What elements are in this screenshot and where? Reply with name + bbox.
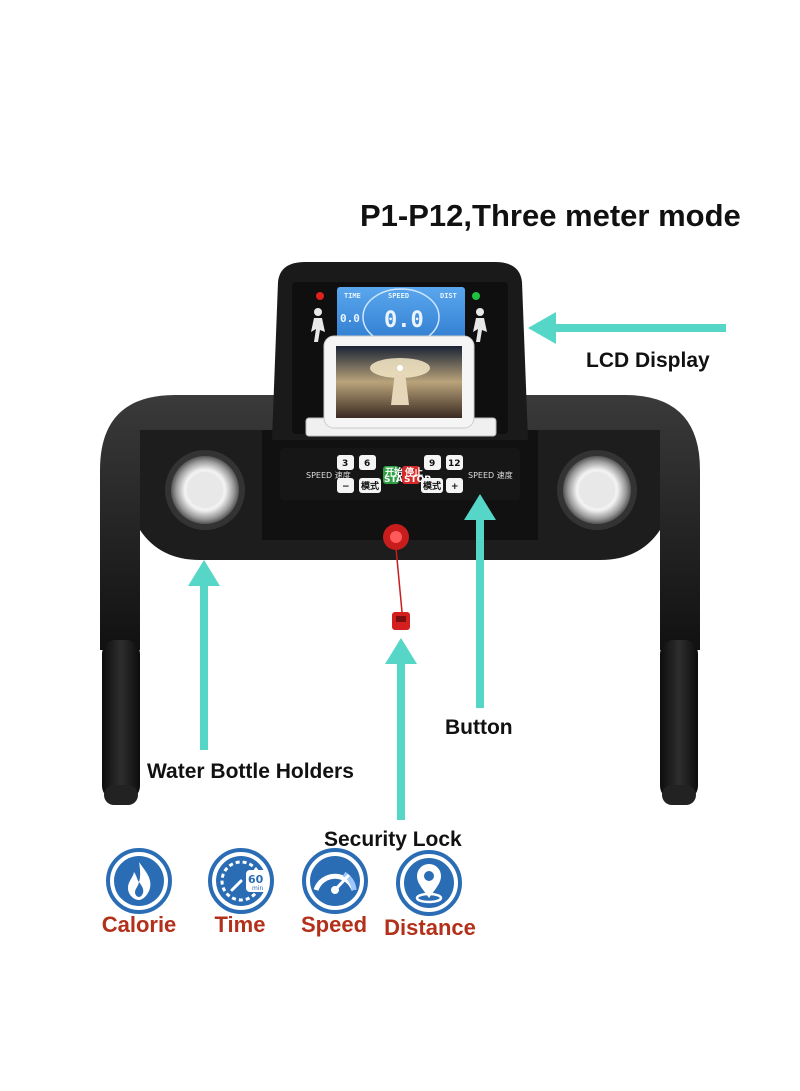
water-bottle-arrow: [188, 560, 220, 750]
key-9[interactable]: 9: [424, 455, 441, 470]
stopwatch-icon: 60 min: [208, 848, 274, 914]
flame-icon: [106, 848, 172, 914]
svg-text:6: 6: [364, 459, 370, 469]
lcd-left-value: 0.0: [340, 312, 360, 325]
left-handlebar: [100, 395, 280, 650]
svg-text:+: +: [451, 482, 459, 492]
svg-text:开始: 开始: [385, 466, 403, 478]
mode-key-left[interactable]: 模式: [359, 478, 381, 493]
svg-text:−: −: [342, 482, 350, 492]
svg-text:min: min: [252, 885, 264, 892]
key-6[interactable]: 6: [359, 455, 376, 470]
stop-key[interactable]: 停止 STOP: [402, 466, 431, 485]
calorie-feature: [104, 848, 174, 914]
lcd-header-left: TIME: [344, 292, 361, 300]
plus-key[interactable]: +: [446, 478, 463, 493]
button-arrow: [464, 494, 496, 708]
runner-figure-right: [473, 308, 487, 342]
svg-text:模式: 模式: [423, 480, 441, 492]
location-pin-icon: [396, 850, 462, 916]
key-3[interactable]: 3: [337, 455, 354, 470]
calorie-label: Calorie: [101, 912, 177, 937]
speed-label-left: SPEED 速度: [306, 470, 351, 480]
water-bottle-holders-label: Water Bottle Holders: [147, 760, 354, 783]
svg-text:START: START: [384, 475, 416, 485]
speed-feature: [300, 848, 370, 914]
page-title: P1-P12,Three meter mode: [360, 198, 741, 233]
distance-feature: [394, 850, 464, 916]
security-lock-arrow: [385, 638, 417, 820]
svg-text:停止: 停止: [405, 466, 423, 478]
svg-text:3: 3: [342, 459, 348, 469]
lcd-arrow: [528, 312, 726, 344]
start-key[interactable]: 开始 START: [383, 466, 416, 485]
distance-label: Distance: [384, 915, 476, 940]
lcd-center-value: 0.0: [384, 308, 424, 333]
right-grip: [660, 640, 698, 800]
security-lock-label: Security Lock: [324, 828, 462, 851]
lcd-display-label: LCD Display: [586, 349, 710, 372]
svg-text:60: 60: [248, 873, 264, 886]
runner-figure-left: [311, 308, 325, 342]
svg-text:12: 12: [448, 459, 461, 469]
speedometer-icon: [302, 848, 368, 914]
minus-key[interactable]: −: [337, 478, 354, 493]
speed-label-right: SPEED 速度: [468, 470, 513, 480]
mode-key-right[interactable]: 模式: [421, 478, 443, 493]
key-12[interactable]: 12: [446, 455, 463, 470]
svg-text:9: 9: [429, 459, 435, 469]
lcd-header-center: SPEED: [388, 292, 409, 300]
right-handlebar: [520, 395, 700, 650]
svg-text:模式: 模式: [361, 480, 379, 492]
time-label: Time: [214, 912, 266, 937]
speed-label: Speed: [300, 912, 368, 937]
time-feature: 60 min: [206, 848, 276, 914]
button-label: Button: [445, 716, 513, 739]
left-grip: [102, 640, 140, 800]
lcd-header-right: DIST: [440, 292, 457, 300]
svg-text:STOP: STOP: [404, 475, 431, 485]
